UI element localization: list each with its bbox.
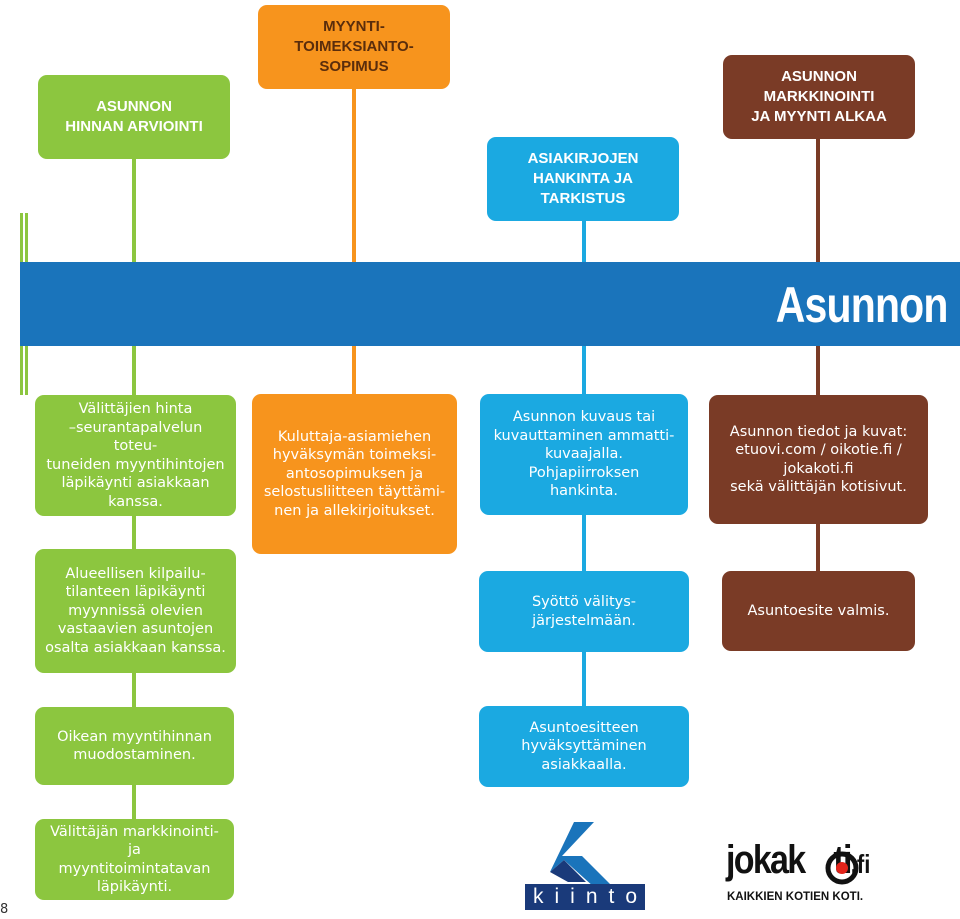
green-step-1: Välittäjien hinta –seurantapalvelun tote… <box>35 395 236 516</box>
brown-step-2: Asuntoesite valmis. <box>722 571 915 651</box>
orange-connector-line <box>352 80 356 440</box>
brown-step-1: Asunnon tiedot ja kuvat: etuovi.com / oi… <box>709 395 928 524</box>
green-step-3: Oikean myyntihinnan muodostaminen. <box>35 707 234 785</box>
header-documents: ASIAKIRJOJEN HANKINTA JA TARKISTUS <box>487 137 679 221</box>
green-step-2: Alueellisen kilpailu- tilanteen läpikäyn… <box>35 549 236 673</box>
title-band: Asunnon <box>20 262 960 346</box>
header-price-evaluation: ASUNNON HINNAN ARVIOINTI <box>38 75 230 159</box>
header-marketing: ASUNNON MARKKINOINTI JA MYYNTI ALKAA <box>723 55 915 139</box>
page-number: 8 <box>0 902 9 917</box>
kiinto-wordmark: kiinto <box>525 884 645 910</box>
kiinto-logo-icon <box>550 822 622 896</box>
blue-step-1: Asunnon kuvaus tai kuvauttaminen ammatti… <box>480 394 688 515</box>
header-sales-contract: MYYNTI- TOIMEKSIANTO- SOPIMUS <box>258 5 450 89</box>
jokakoti-word-start: jokak <box>726 838 806 882</box>
blue-step-3: Asuntoesitteen hyväksyttäminen asiakkaal… <box>479 706 689 787</box>
green-step-4: Välittäjän markkinointi- ja myyntitoimin… <box>35 819 234 900</box>
orange-step-1: Kuluttaja-asiamiehen hyväksymän toimeksi… <box>252 394 457 554</box>
brown-connector-line <box>816 130 820 630</box>
jokakoti-slogan: KAIKKIEN KOTIEN KOTI. <box>727 891 864 903</box>
location-pin-icon <box>825 851 859 885</box>
blue-step-2: Syöttö välitys- järjestelmään. <box>479 571 689 652</box>
band-title: Asunnon <box>776 277 949 333</box>
